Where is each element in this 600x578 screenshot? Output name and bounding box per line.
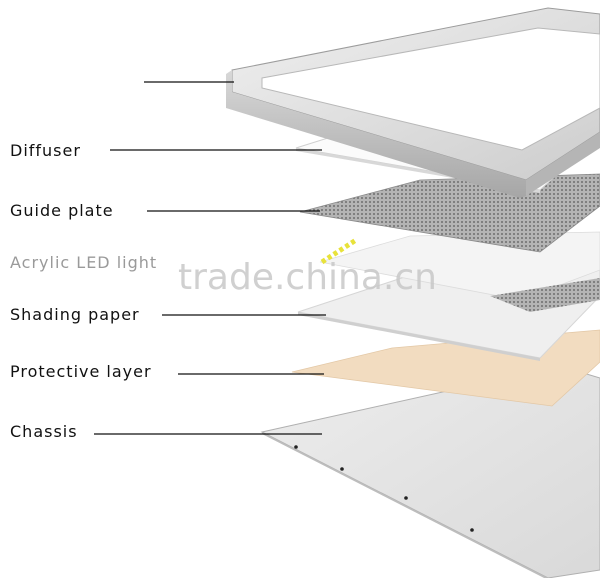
chassis-edge [262, 432, 548, 578]
shading-paper-edge [298, 312, 540, 361]
frame-layer [226, 7, 600, 198]
guide-plate-label: Guide plate [10, 201, 114, 220]
chassis-screw [340, 467, 344, 471]
chassis-label: Chassis [10, 422, 78, 441]
chassis-screw [470, 528, 474, 532]
led-light-label: Acrylic LED light [10, 253, 157, 272]
chassis-screw [404, 496, 408, 500]
chassis-screw [294, 445, 298, 449]
shading-paper-label: Shading paper [10, 305, 140, 324]
chassis-layer [260, 365, 600, 578]
watermark-text: trade.china.cn [178, 257, 437, 298]
frame-side-right [526, 132, 600, 196]
frame-opening [261, 27, 600, 151]
frame-side [226, 70, 526, 198]
led-dot-region [490, 278, 600, 312]
diffuser-label: Diffuser [10, 141, 81, 160]
protective-layer-label: Protective layer [10, 362, 152, 381]
